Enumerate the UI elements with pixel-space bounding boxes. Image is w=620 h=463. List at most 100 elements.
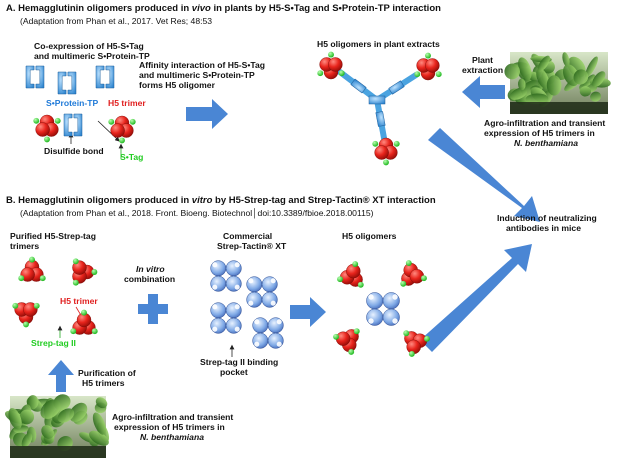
tag-icon — [72, 279, 79, 286]
outcome-line2: antibodies in mice — [506, 223, 581, 233]
h5-trimer-a-right — [108, 115, 136, 144]
bracket-icon — [25, 65, 45, 89]
h5-trimer-a-arm3 — [372, 137, 400, 166]
h5-oligomer-complex-b — [366, 292, 400, 326]
h5-trimer-b-2 — [72, 258, 98, 286]
tag-icon — [72, 258, 79, 265]
tag-icon — [435, 71, 442, 78]
tag-icon — [33, 117, 40, 124]
strep-tactin-xt-shapes — [210, 260, 284, 349]
tag-icon — [91, 328, 98, 335]
tag-icon — [424, 335, 430, 342]
disulfide-bond-label: Disulfide bond — [44, 146, 104, 156]
s-protein-tp-shapes — [25, 65, 115, 137]
tag-icon — [54, 117, 61, 124]
tag-icon — [338, 70, 345, 77]
tag-icon — [119, 137, 125, 144]
bracket-icon — [63, 113, 83, 137]
h5-trimer-b-olig-1 — [337, 261, 364, 288]
h5-trimer-b-olig-4 — [403, 330, 430, 357]
tag-icon — [18, 275, 25, 282]
tag-icon — [357, 281, 364, 288]
affinity-label-line3: forms H5 oligomer — [139, 80, 215, 90]
section-a-title: A. Hemagglutinin oligomers produced in v… — [6, 3, 441, 14]
oligomers-plant-extracts-label: H5 oligomers in plant extracts — [317, 39, 440, 49]
tag-icon — [108, 118, 115, 125]
coexpression-label-line2: and multimeric S•Protein-TP — [34, 51, 150, 61]
tag-icon — [129, 118, 136, 125]
agro-b-line3: N. benthamiana — [140, 432, 204, 442]
h5-trimer-label-a: H5 trimer — [108, 98, 146, 108]
tag-icon — [317, 70, 324, 77]
tag-icon — [372, 140, 379, 147]
h5-oligomer-complex-a — [337, 69, 419, 141]
h5-trimer-b-3 — [12, 302, 40, 328]
h5-oligomers-label-b: H5 oligomers — [342, 231, 397, 241]
commercial-line1: Commercial — [223, 231, 273, 241]
tag-icon — [81, 309, 87, 316]
tag-icon — [333, 333, 339, 340]
tag-icon — [408, 351, 415, 357]
h5-trimer-label-b: H5 trimer — [60, 296, 98, 306]
agro-a-line2: expression of H5 trimers in — [484, 128, 595, 138]
agro-b-line2: expression of H5 trimers in — [114, 422, 225, 432]
tag-icon — [70, 328, 77, 335]
section-b-title: B. Hemagglutinin oligomers produced in v… — [6, 195, 436, 206]
h5-trimer-b-1 — [18, 256, 46, 282]
tag-icon — [337, 276, 343, 283]
tag-icon — [425, 52, 431, 59]
tag-icon — [393, 140, 400, 147]
tag-icon — [44, 136, 50, 143]
plus-sign — [138, 294, 168, 324]
tag-icon — [328, 51, 334, 58]
commercial-line2: Strep-Tactin® XT — [217, 241, 287, 251]
agro-a-line1: Agro-infiltration and transient — [484, 118, 606, 128]
tag-icon — [400, 280, 407, 287]
in-vitro-line1: In vitro — [136, 264, 165, 274]
tag-icon — [405, 260, 412, 266]
affinity-label-line2: and multimeric S•Protein-TP — [139, 70, 255, 80]
affinity-label-line1: Affinity interaction of H5-S•Tag — [139, 60, 266, 70]
tag-icon — [33, 302, 40, 309]
arrow-right-b — [290, 297, 326, 327]
tag-icon — [39, 275, 46, 282]
plant-photo-b — [4, 394, 110, 458]
h5-trimer-shapes — [12, 51, 442, 357]
plant-extraction-line1: Plant — [472, 55, 494, 65]
tag-icon — [353, 328, 360, 335]
arrow-up-purification — [48, 360, 74, 392]
arrow-diagonal-up-b — [420, 244, 532, 352]
tag-icon — [414, 71, 421, 78]
tag-icon — [12, 302, 19, 309]
purification-line1: Purification of — [78, 368, 136, 378]
bracket-icon — [57, 71, 77, 95]
section-a-citation: (Adaptation from Phan et al., 2017. Vet … — [20, 16, 213, 26]
purification-line2: H5 trimers — [82, 378, 125, 388]
binding-pocket-line1: Strep-tag II binding — [200, 357, 279, 367]
purified-label-line2: trimers — [10, 241, 40, 251]
outcome-line1: Induction of neutralizing — [497, 213, 597, 223]
plant-extraction-line2: extraction — [462, 65, 504, 75]
s-protein-tp-label: S•Protein-TP — [46, 98, 99, 108]
in-vitro-line2: combination — [124, 274, 176, 284]
arrow-diagonal-down-a — [428, 128, 540, 222]
tag-icon — [91, 269, 98, 275]
h5-trimer-b-4 — [70, 309, 98, 335]
binding-pocket-line2: pocket — [220, 367, 248, 377]
section-b-citation: (Adaptation from Phan et al., 2018. Fron… — [20, 208, 374, 218]
h5-trimer-a-arm1 — [317, 51, 345, 80]
tag-icon — [348, 349, 355, 355]
plant-photo-a — [504, 52, 611, 114]
h5-trimer-a-arm2 — [414, 52, 442, 81]
strep-tag-label: Strep-tag II — [31, 338, 76, 348]
tag-icon — [23, 321, 29, 328]
tag-icon — [383, 159, 389, 166]
tag-icon — [421, 275, 427, 282]
purified-label-line1: Purified H5-Strep-tag — [10, 231, 96, 241]
arrow-left-plant-extraction — [462, 76, 505, 108]
tag-icon — [352, 261, 359, 267]
coexpression-label-line1: Co-expression of H5-S•Tag — [34, 41, 144, 51]
h5-trimer-b-olig-2 — [400, 260, 427, 287]
agro-a-line3: N. benthamiana — [514, 138, 578, 148]
